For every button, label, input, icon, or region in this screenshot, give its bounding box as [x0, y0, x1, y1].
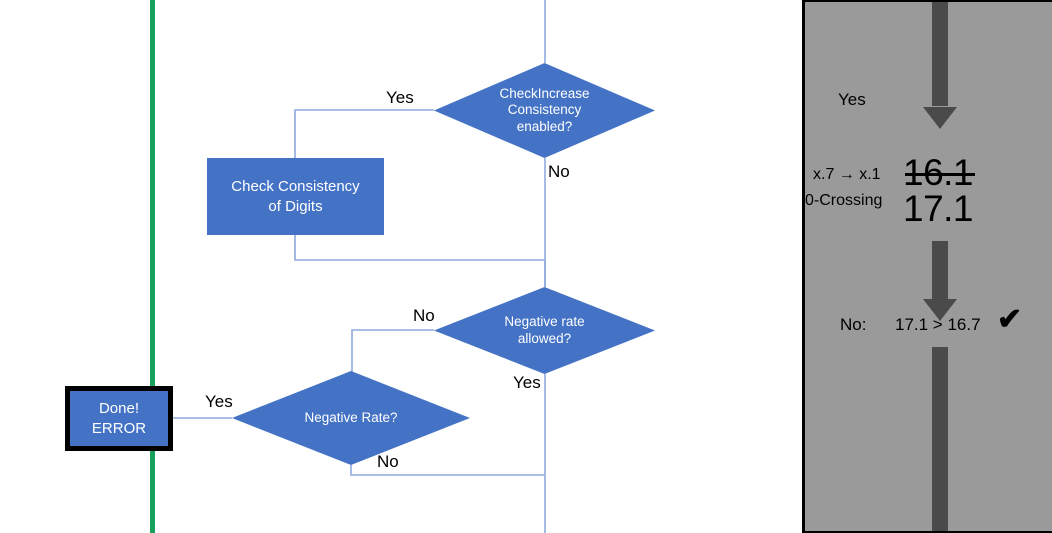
panel-value-new: 17.1 — [903, 188, 974, 229]
edge-label-no-negative-rate-allowed: No — [413, 306, 435, 325]
edge-label-no-negative-rate: No — [377, 452, 399, 471]
green-divider-line — [150, 0, 155, 533]
check-mark-icon: ✔ — [997, 303, 1023, 336]
panel-comparison: 17.1 > 16.7 — [895, 315, 981, 334]
terminator-label: Done! ERROR — [84, 399, 154, 438]
panel-no-label: No: — [840, 315, 867, 334]
panel-value-old-wrapper: 16.1 — [903, 152, 975, 194]
panel-mapping-label: x.7 → x.1 — [813, 166, 881, 183]
edge-label-yes-negative-rate-allowed: Yes — [513, 373, 541, 392]
flowchart-connectors — [173, 0, 546, 533]
terminator-label-line2: ERROR — [91, 419, 147, 437]
panel-value-old: 16.1 — [903, 152, 974, 193]
down-arrow-stem-1 — [932, 2, 948, 106]
decision-label-line1: Negative rate — [504, 314, 585, 330]
down-arrow-stem-3 — [932, 347, 948, 531]
decision-label-line1: Negative Rate? — [304, 409, 398, 425]
decision-label: CheckIncrease Consistency enabled? — [485, 86, 603, 135]
panel-comparison-row: No: 17.1 > 16.7 — [840, 315, 981, 335]
edge-label-yes-check-increase: Yes — [386, 88, 414, 107]
decision-label-line2: allowed? — [517, 330, 572, 346]
edge-label-no-check-increase: No — [548, 162, 570, 181]
annotation-panel: Yes x.7 → x.1 0-Crossing 16.1 17.1 No: 17… — [802, 0, 1052, 533]
terminator-done-error[interactable]: Done! ERROR — [65, 386, 173, 451]
process-label-line2: of Digits — [268, 197, 323, 215]
process-check-consistency-of-digits[interactable]: Check Consistency of Digits — [207, 158, 384, 235]
process-label-line1: Check Consistency — [231, 178, 360, 195]
strikethrough-line — [905, 173, 975, 176]
decision-label: Negative rate allowed? — [490, 314, 598, 347]
flowchart-region: CheckIncrease Consistency enabled? Check… — [65, 0, 655, 533]
process-label: Check Consistency of Digits — [223, 177, 367, 216]
down-arrow-stem-2 — [932, 241, 948, 303]
down-arrow-head-2 — [923, 299, 957, 321]
edge-label-yes-done-error: Yes — [205, 392, 233, 411]
terminator-label-line1: Done! — [98, 400, 139, 417]
decision-label-line3: enabled? — [516, 118, 573, 134]
decision-label: Negative Rate? — [290, 410, 411, 426]
decision-negative-rate-allowed[interactable]: Negative rate allowed? — [434, 287, 655, 374]
decision-label-line1: CheckIncrease — [499, 85, 590, 101]
decision-label-line2: Consistency — [507, 102, 582, 118]
panel-yes-label: Yes — [838, 90, 866, 109]
decision-check-increase-consistency[interactable]: CheckIncrease Consistency enabled? — [434, 63, 655, 158]
down-arrow-head-1 — [923, 107, 957, 129]
decision-negative-rate[interactable]: Negative Rate? — [232, 371, 470, 465]
panel-crossing-label: 0-Crossing — [805, 192, 883, 209]
